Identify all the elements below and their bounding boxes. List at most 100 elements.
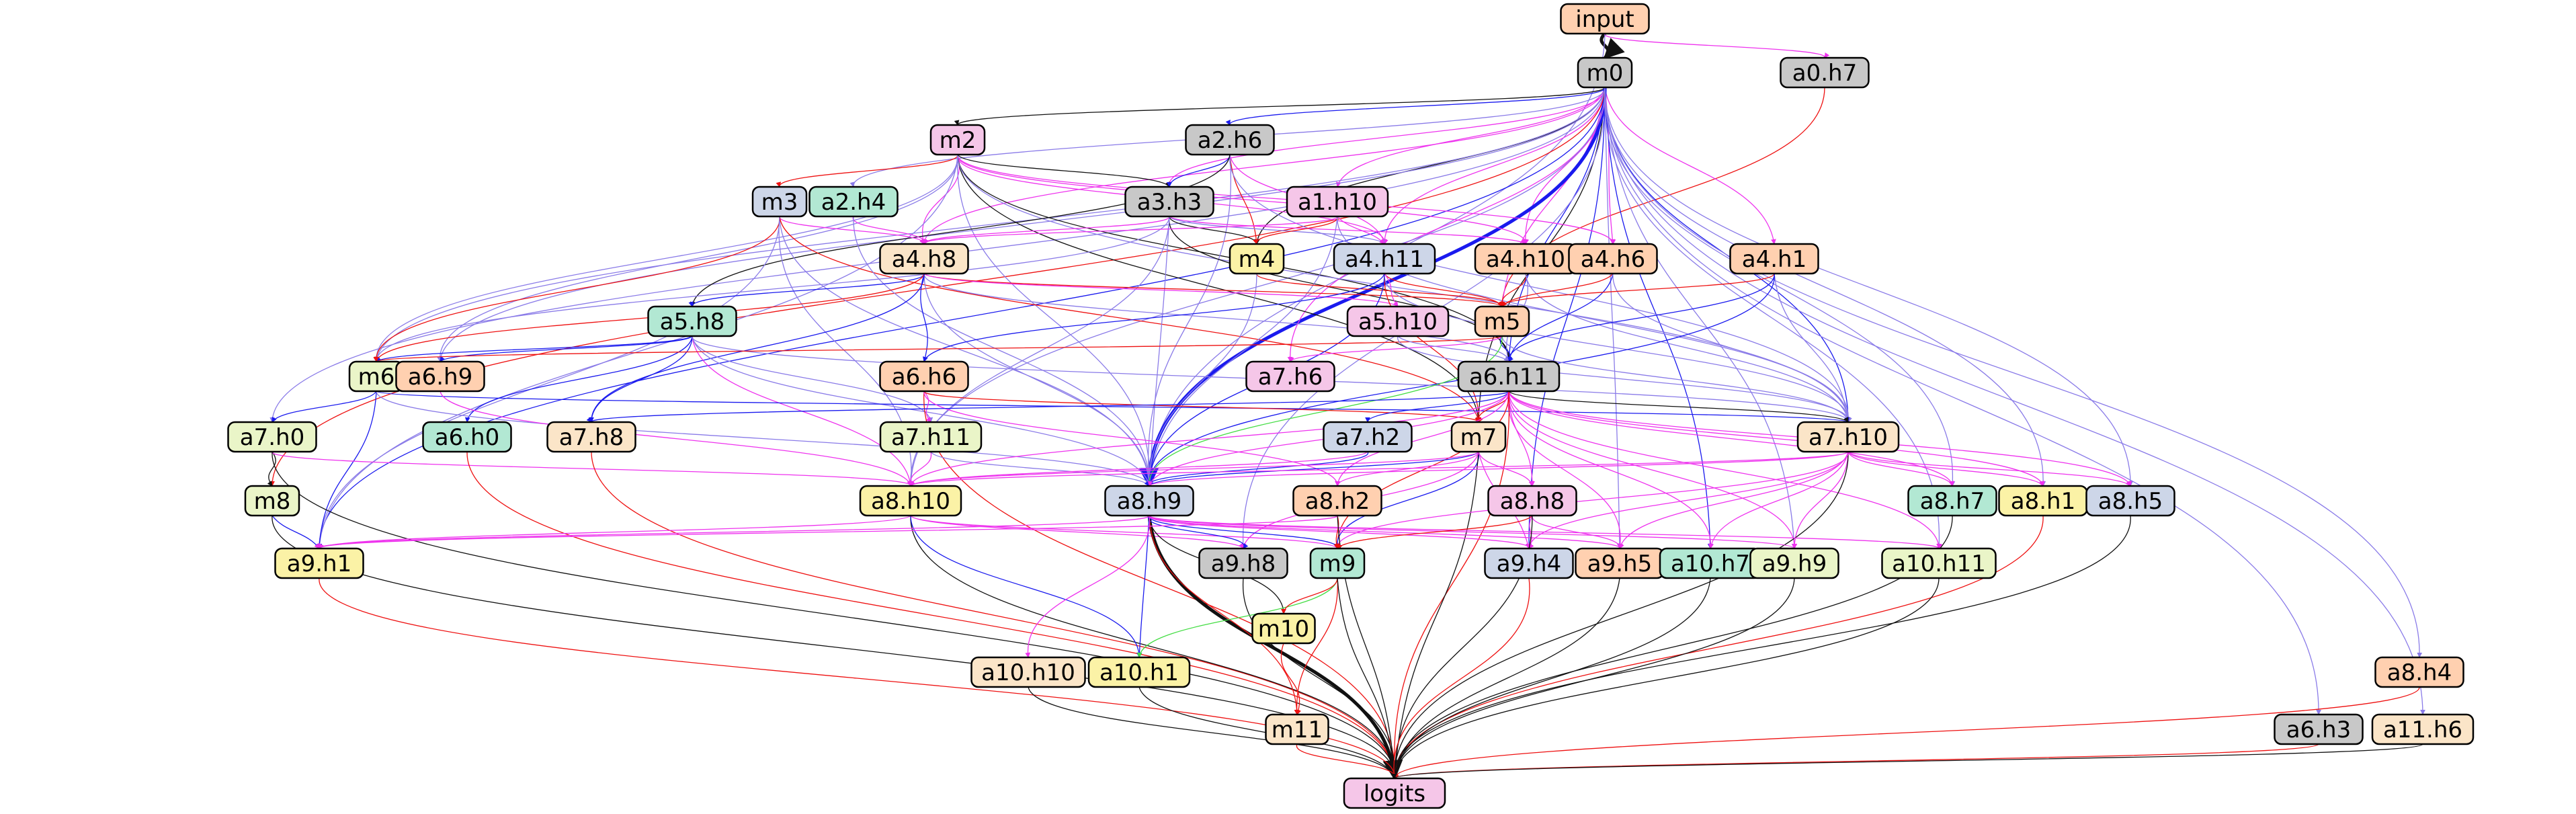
edge-a9.h4-to-logits	[1391, 577, 1530, 779]
node-label: m6	[358, 364, 395, 391]
node-a10.h10[interactable]: a10.h10	[970, 656, 1086, 688]
edge-a3.h3-to-a4.h10	[1169, 216, 1526, 245]
edge-m7-to-a8.h2	[1335, 451, 1479, 487]
node-a7.h11[interactable]: a7.h11	[879, 421, 983, 453]
edge-a7.h8-to-logits	[591, 451, 1397, 779]
node-label: a3.h3	[1137, 189, 1202, 216]
node-m9[interactable]: m9	[1309, 547, 1366, 579]
node-a8.h1[interactable]: a8.h1	[1998, 485, 2088, 517]
node-m8[interactable]: m8	[244, 485, 300, 517]
node-logits[interactable]: logits	[1343, 777, 1446, 809]
edge-m5-to-a6.h11	[1499, 335, 1514, 362]
edge-a7.h10-to-a9.h5	[1618, 451, 1849, 549]
node-label: a5.h10	[1358, 309, 1438, 335]
node-label: a6.h6	[892, 364, 956, 391]
edge-m0-to-a9.h5	[1604, 87, 1622, 549]
node-m7[interactable]: m7	[1450, 421, 1507, 453]
node-a9.h8[interactable]: a9.h8	[1198, 547, 1288, 579]
edge-m2-to-a7.h10	[957, 154, 1852, 423]
node-label: a7.h6	[1258, 364, 1323, 391]
edge-m0-to-a11.h6	[1604, 87, 2425, 715]
edge-a7.h10-to-m9	[1334, 451, 1849, 549]
node-a4.h10[interactable]: a4.h10	[1474, 243, 1577, 275]
node-a4.h6[interactable]: a4.h6	[1568, 243, 1658, 275]
node-m4[interactable]: m4	[1229, 243, 1285, 275]
node-a5.h10[interactable]: a5.h10	[1346, 305, 1450, 337]
edge-a4.h8-to-m5	[923, 273, 1503, 307]
node-a6.h9[interactable]: a6.h9	[395, 360, 485, 393]
node-a8.h9[interactable]: a8.h9	[1104, 485, 1194, 517]
node-a8.h4[interactable]: a8.h4	[2374, 656, 2464, 688]
node-a6.h3[interactable]: a6.h3	[2274, 713, 2364, 745]
node-a7.h6[interactable]: a7.h6	[1245, 360, 1335, 393]
node-box	[1749, 547, 1839, 579]
edge-m7-to-a8.h9	[1149, 451, 1479, 487]
node-a9.h5[interactable]: a9.h5	[1575, 547, 1665, 579]
node-a0.h7[interactable]: a0.h7	[1780, 56, 1870, 89]
node-a4.h11[interactable]: a4.h11	[1333, 243, 1436, 275]
edge-a7.h10-to-a8.h10	[908, 451, 1849, 487]
node-box	[1333, 243, 1436, 275]
edge-m3-to-m7	[779, 216, 1481, 423]
node-a7.h8[interactable]: a7.h8	[546, 421, 636, 453]
node-a6.h0[interactable]: a6.h0	[422, 421, 512, 453]
node-a7.h10[interactable]: a7.h10	[1796, 421, 1900, 453]
node-a9.h1[interactable]: a9.h1	[274, 547, 364, 579]
edge-m3-to-m6	[373, 216, 780, 362]
node-a6.h11[interactable]: a6.h11	[1457, 360, 1561, 393]
node-a7.h0[interactable]: a7.h0	[227, 421, 317, 453]
node-box	[1286, 186, 1389, 218]
edge-a4.h8-to-a6.h11	[923, 273, 1512, 362]
node-a11.h6[interactable]: a11.h6	[2371, 713, 2475, 745]
edge-a2.h6-to-a7.h10	[1229, 154, 1852, 423]
node-m10[interactable]: m10	[1251, 612, 1316, 645]
node-a2.h4[interactable]: a2.h4	[808, 186, 899, 218]
node-a8.h5[interactable]: a8.h5	[2085, 485, 2175, 517]
node-a8.h8[interactable]: a8.h8	[1487, 485, 1577, 517]
node-m0[interactable]: m0	[1577, 56, 1633, 89]
node-a8.h10[interactable]: a8.h10	[859, 485, 962, 517]
node-m5[interactable]: m5	[1474, 305, 1530, 337]
node-box	[1484, 547, 1574, 579]
node-box	[1265, 713, 1329, 745]
node-a4.h1[interactable]: a4.h1	[1729, 243, 1819, 275]
node-label: m4	[1239, 246, 1276, 273]
node-label: m9	[1319, 551, 1356, 577]
node-a9.h9[interactable]: a9.h9	[1749, 547, 1839, 579]
node-a3.h3[interactable]: a3.h3	[1124, 186, 1214, 218]
edge-m10-to-m11	[1280, 643, 1301, 715]
edge-a5.h8-to-a6.h9	[440, 335, 693, 362]
node-label: m11	[1272, 717, 1323, 743]
edge-a7.h2-to-a8.h10	[910, 451, 1368, 487]
node-m2[interactable]: m2	[929, 124, 986, 156]
edge-m9-to-a10.h1	[1136, 577, 1338, 658]
edge-a9.h9-to-logits	[1392, 577, 1795, 779]
node-a7.h2[interactable]: a7.h2	[1323, 421, 1413, 453]
node-label: a9.h9	[1762, 551, 1827, 577]
edge-m2-to-a8.h9	[957, 154, 1153, 487]
node-label: input	[1575, 6, 1634, 33]
node-a6.h6[interactable]: a6.h6	[879, 360, 969, 393]
node-a1.h10[interactable]: a1.h10	[1286, 186, 1389, 218]
node-a9.h4[interactable]: a9.h4	[1484, 547, 1574, 579]
edge-m4-to-a8.h9	[1147, 273, 1257, 487]
edge-a6.h11-to-a7.h8	[586, 391, 1509, 423]
node-m3[interactable]: m3	[751, 186, 808, 218]
node-a2.h6[interactable]: a2.h6	[1185, 124, 1275, 156]
node-m11[interactable]: m11	[1265, 713, 1329, 745]
node-a4.h8[interactable]: a4.h8	[879, 243, 969, 275]
node-m6[interactable]: m6	[348, 360, 405, 393]
node-label: a6.h3	[2286, 717, 2351, 743]
node-label: a4.h11	[1345, 246, 1424, 273]
node-label: m5	[1484, 309, 1521, 335]
node-a5.h8[interactable]: a5.h8	[647, 305, 737, 337]
node-label: a8.h7	[1920, 488, 1985, 515]
node-a10.h11[interactable]: a10.h11	[1881, 547, 1997, 579]
node-a10.h1[interactable]: a10.h1	[1087, 656, 1191, 688]
edge-a8.h10-to-a10.h1	[910, 515, 1142, 658]
node-a8.h7[interactable]: a8.h7	[1907, 485, 1997, 517]
node-input[interactable]: input	[1560, 3, 1650, 35]
node-a8.h2[interactable]: a8.h2	[1292, 485, 1382, 517]
edge-m0-to-a1.h10	[1335, 87, 1606, 188]
node-a10.h7[interactable]: a10.h7	[1659, 547, 1762, 579]
